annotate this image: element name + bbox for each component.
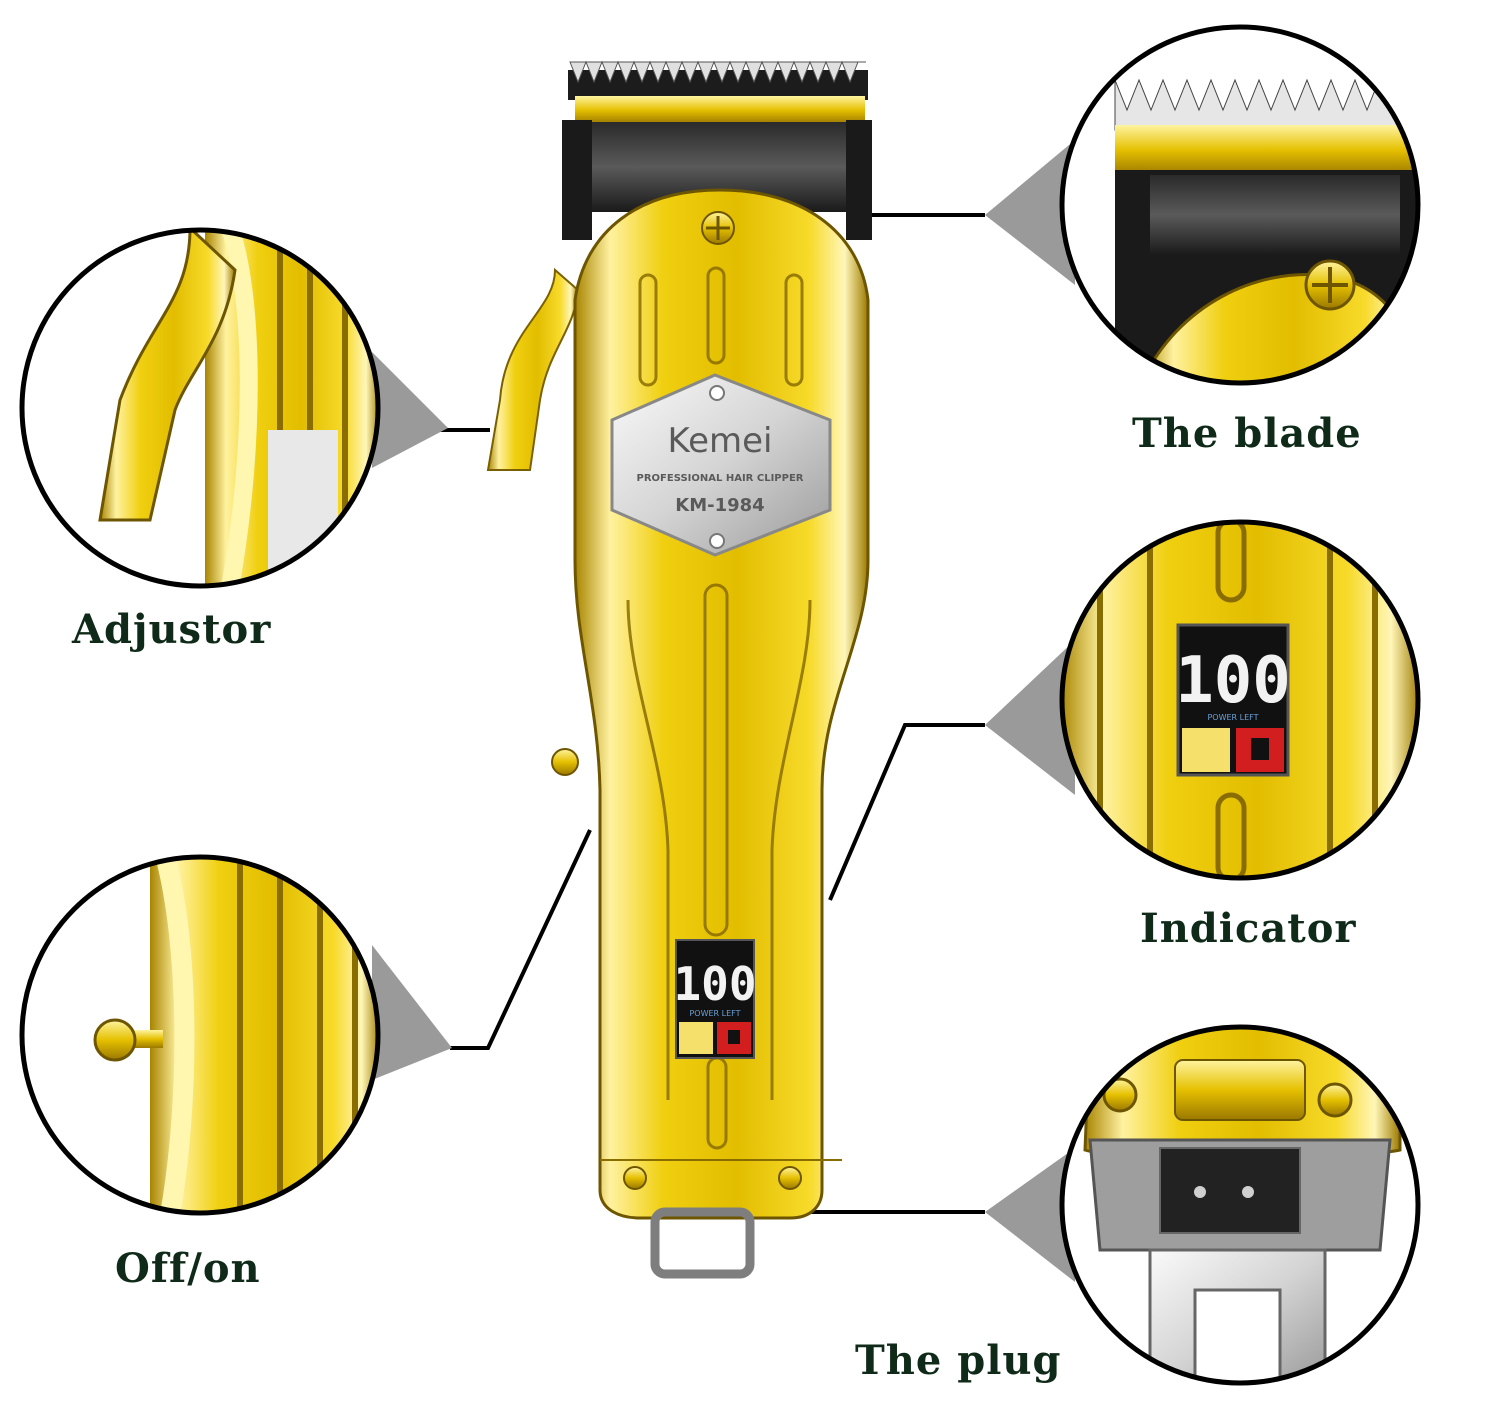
zoom-circle-indicator: 100 POWER LEFT — [1059, 519, 1421, 881]
indicator-zoom-value: 100 — [1175, 644, 1291, 718]
adjustor-lever — [486, 267, 580, 471]
clipper-main: Kemei PROFESSIONAL HAIR CLIPPER KM-1984 … — [486, 60, 872, 1279]
lcd-display: 100 POWER LEFT — [673, 939, 757, 1059]
label-off-on: Off/on — [115, 1245, 261, 1292]
clipper-body — [573, 188, 870, 1220]
power-button — [551, 748, 579, 776]
label-blade: The blade — [1132, 410, 1362, 457]
model-text: KM-1984 — [675, 495, 764, 516]
zoom-circle-off-on — [19, 854, 381, 1216]
zoom-circle-adjustor — [19, 227, 381, 589]
indicator-zoom-caption: POWER LEFT — [1207, 713, 1258, 722]
callout-wedges — [372, 140, 1075, 1282]
subtitle-text: PROFESSIONAL HAIR CLIPPER — [637, 473, 804, 484]
connector-lines — [440, 213, 985, 1214]
blade — [562, 60, 872, 240]
brand-badge: Kemei PROFESSIONAL HAIR CLIPPER KM-1984 — [610, 373, 832, 557]
hanging-hook — [650, 1207, 755, 1279]
zoom-circle-blade — [1059, 24, 1421, 386]
lcd-caption: POWER LEFT — [689, 1009, 740, 1018]
label-plug: The plug — [855, 1337, 1062, 1384]
label-indicator: Indicator — [1140, 905, 1357, 952]
lcd-value: 100 — [673, 957, 756, 1011]
label-adjustor: Adjustor — [72, 606, 272, 653]
brand-text: Kemei — [667, 421, 772, 461]
zoom-circle-plug — [1059, 1024, 1421, 1386]
